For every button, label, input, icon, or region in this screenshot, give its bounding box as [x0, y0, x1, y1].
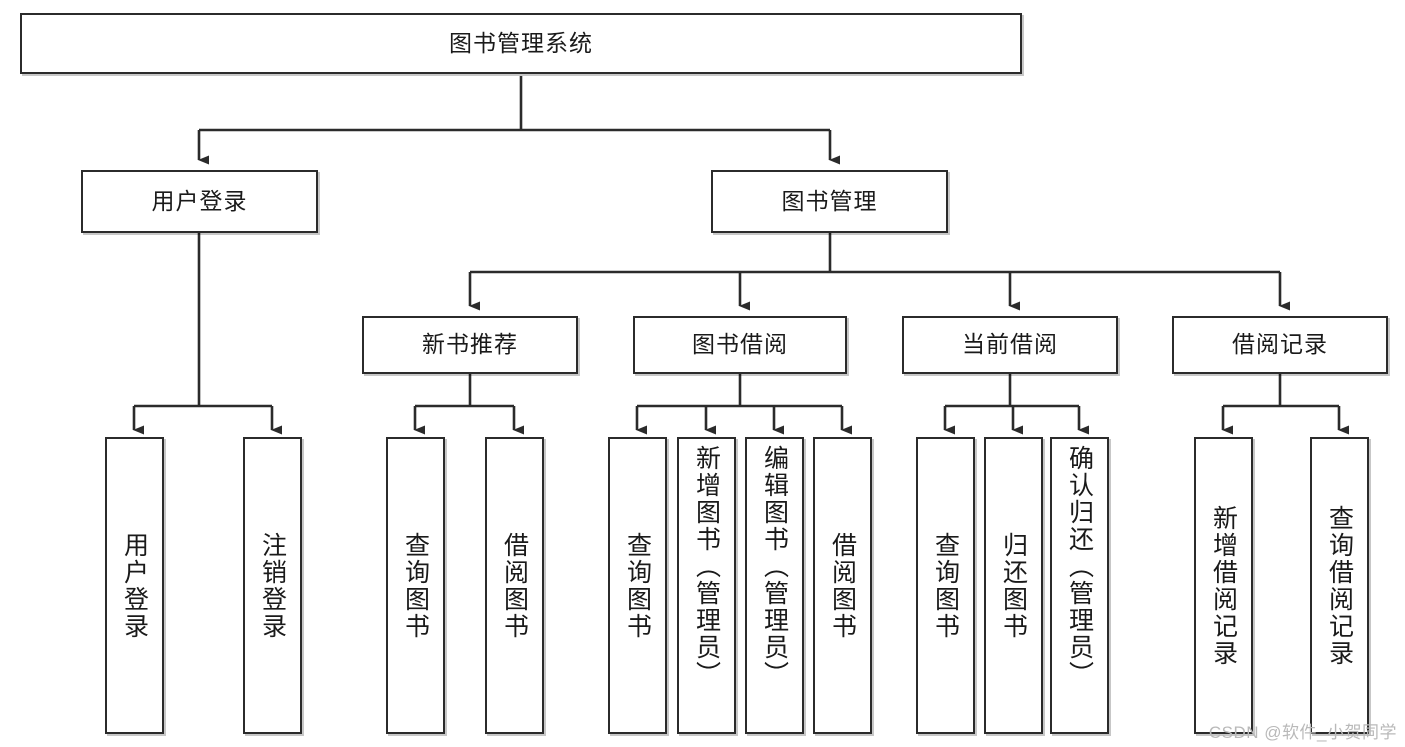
leaf-recommend-query-book[interactable]: 查询图书	[386, 437, 445, 734]
node-new-book-recommend[interactable]: 新书推荐	[362, 316, 578, 374]
leaf-current-confirm-return-admin[interactable]: 确认归还（管理员）	[1050, 437, 1109, 734]
node-label: 归还图书	[999, 531, 1028, 640]
leaf-borrow-borrow-book[interactable]: 借阅图书	[813, 437, 872, 734]
node-label: 图书借阅	[692, 331, 788, 358]
node-label: 查询借阅记录	[1325, 504, 1354, 667]
leaf-current-return-book[interactable]: 归还图书	[984, 437, 1043, 734]
node-label: 借阅图书	[500, 531, 529, 640]
node-user-login[interactable]: 用户登录	[81, 170, 318, 233]
node-book-management[interactable]: 图书管理	[711, 170, 948, 233]
node-label: 新增图书（管理员）	[692, 445, 721, 688]
node-label: 图书管理	[781, 187, 878, 214]
leaf-current-query-book[interactable]: 查询图书	[916, 437, 975, 734]
node-borrow-record[interactable]: 借阅记录	[1172, 316, 1388, 374]
leaf-user-login-logout[interactable]: 注销登录	[243, 437, 302, 734]
node-label: 用户登录	[151, 187, 248, 214]
leaf-borrow-add-book-admin[interactable]: 新增图书（管理员）	[677, 437, 736, 734]
node-label: 查询图书	[931, 531, 960, 640]
leaf-record-query-record[interactable]: 查询借阅记录	[1310, 437, 1369, 734]
node-label: 借阅记录	[1232, 331, 1328, 358]
leaf-recommend-borrow-book[interactable]: 借阅图书	[485, 437, 544, 734]
node-book-borrow[interactable]: 图书借阅	[633, 316, 847, 374]
leaf-user-login-login[interactable]: 用户登录	[105, 437, 164, 734]
leaf-record-add-record[interactable]: 新增借阅记录	[1194, 437, 1253, 734]
node-label: 查询图书	[401, 531, 430, 640]
node-label: 新书推荐	[422, 331, 518, 358]
node-root-system[interactable]: 图书管理系统	[20, 13, 1022, 74]
leaf-borrow-query-book[interactable]: 查询图书	[608, 437, 667, 734]
node-label: 注销登录	[258, 531, 287, 640]
node-current-borrow[interactable]: 当前借阅	[902, 316, 1118, 374]
node-label: 当前借阅	[962, 331, 1058, 358]
node-label: 确认归还（管理员）	[1065, 445, 1094, 688]
leaf-borrow-edit-book-admin[interactable]: 编辑图书（管理员）	[745, 437, 804, 734]
node-label: 图书管理系统	[449, 29, 593, 56]
node-label: 查询图书	[623, 531, 652, 640]
node-label: 编辑图书（管理员）	[760, 445, 789, 688]
csdn-watermark: CSDN @软件_小贺同学	[1208, 723, 1397, 742]
node-label: 新增借阅记录	[1209, 504, 1238, 667]
node-label: 用户登录	[120, 531, 149, 640]
node-label: 借阅图书	[828, 531, 857, 640]
